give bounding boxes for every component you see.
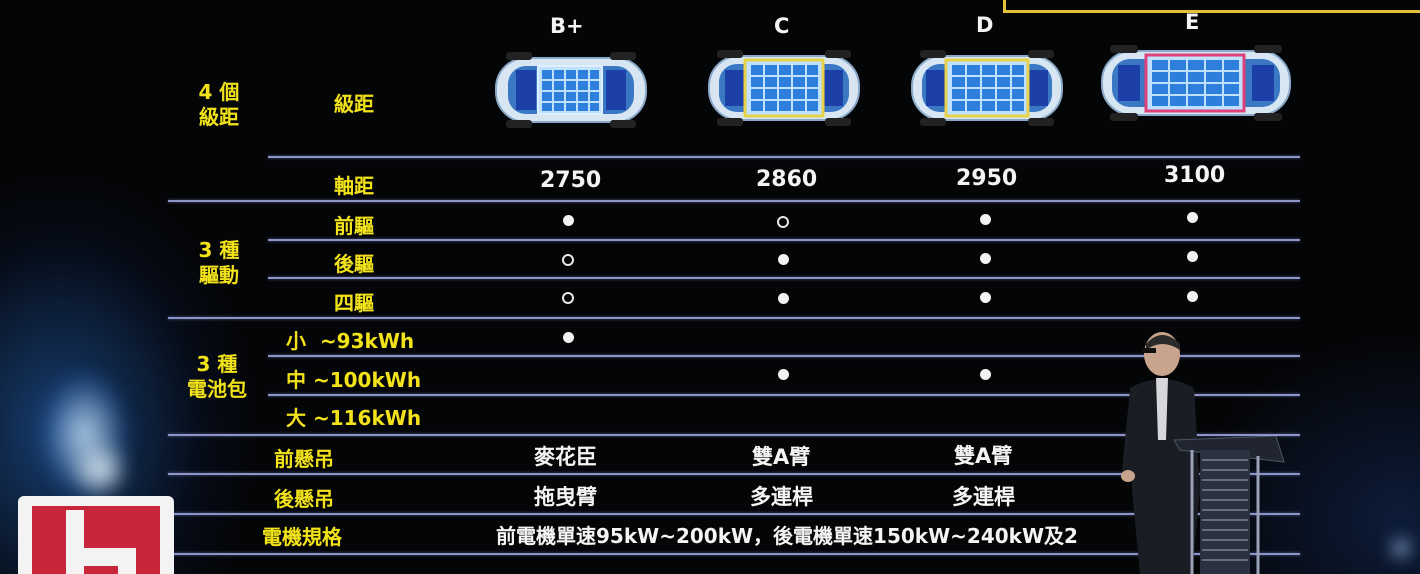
row-label-rear-suspension: 後懸吊 (274, 487, 334, 511)
divider (168, 434, 1300, 436)
category-levels-line1: 4 個 (198, 80, 240, 104)
car-chassis-icon (495, 52, 647, 128)
front-suspension-d: 雙A臂 (954, 444, 1013, 468)
filled-dot-icon (980, 214, 991, 225)
class-header-d: D (976, 13, 994, 37)
row-label-battery-mid: 中 ~100kWh (286, 368, 422, 392)
divider (268, 355, 1300, 357)
divider (268, 277, 1300, 279)
divider (168, 473, 1300, 475)
top-frame (1003, 0, 1420, 13)
wheelbase-c: 2860 (756, 167, 818, 192)
wheelbase-d: 2950 (956, 166, 1018, 191)
wheelbase-e: 3100 (1164, 163, 1226, 188)
filled-dot-icon (778, 369, 789, 380)
category-levels-line2: 級距 (199, 105, 239, 129)
stage-light (70, 440, 130, 500)
divider (268, 394, 1300, 396)
channel-logo-icon (18, 496, 174, 574)
filled-dot-icon (980, 292, 991, 303)
filled-dot-icon (563, 332, 574, 343)
rear-suspension-c: 多連桿 (750, 485, 813, 509)
category-levels: 4 個 級距 (194, 80, 244, 130)
divider (168, 553, 1300, 555)
category-drive-line1: 3 種 (198, 238, 240, 262)
row-label-battery-large: 大 ~116kWh (286, 406, 422, 430)
row-label-class: 級距 (334, 92, 374, 116)
wheelbase-b-plus: 2750 (540, 168, 602, 193)
class-header-b-plus: B+ (550, 14, 584, 38)
row-label-fwd: 前驅 (334, 214, 374, 238)
divider (168, 200, 1300, 202)
car-chassis-icon (911, 50, 1063, 126)
divider (168, 513, 1300, 515)
category-drive: 3 種 驅動 (194, 238, 244, 288)
category-drive-line2: 驅動 (199, 263, 239, 287)
filled-dot-icon (980, 369, 991, 380)
divider (268, 156, 1300, 158)
row-label-rwd: 後驅 (334, 252, 374, 276)
rear-suspension-d: 多連桿 (952, 485, 1015, 509)
category-battery-line1: 3 種 (196, 352, 238, 376)
hollow-dot-icon (562, 254, 574, 266)
rear-suspension-b-plus: 拖曳臂 (534, 485, 597, 509)
row-label-motor: 電機規格 (262, 525, 342, 549)
car-chassis-icon (708, 50, 860, 126)
front-suspension-b-plus: 麥花臣 (534, 445, 597, 469)
divider (268, 239, 1300, 241)
divider (168, 317, 1300, 319)
class-header-e: E (1185, 10, 1200, 34)
row-label-battery-small: 小 ~93kWh (286, 329, 415, 353)
category-battery-line2: 電池包 (187, 377, 247, 401)
podium (1173, 436, 1285, 574)
row-label-awd: 四驅 (334, 291, 374, 315)
front-suspension-c: 雙A臂 (752, 445, 811, 469)
motor-spec-value: 前電機單速95kW~200kW，後電機單速150kW~240kW及2 (496, 524, 1078, 548)
presenter-figure (1121, 332, 1200, 574)
hollow-dot-icon (777, 216, 789, 228)
hollow-dot-icon (562, 292, 574, 304)
filled-dot-icon (778, 254, 789, 265)
stage-light (1388, 536, 1414, 560)
filled-dot-icon (563, 215, 574, 226)
filled-dot-icon (1187, 212, 1198, 223)
car-chassis-icon (1101, 45, 1291, 121)
row-label-wheelbase: 軸距 (334, 174, 374, 198)
filled-dot-icon (778, 293, 789, 304)
row-label-front-suspension: 前懸吊 (274, 447, 334, 471)
category-battery: 3 種 電池包 (180, 352, 254, 402)
filled-dot-icon (980, 253, 991, 264)
filled-dot-icon (1187, 291, 1198, 302)
filled-dot-icon (1187, 251, 1198, 262)
class-header-c: C (774, 14, 790, 38)
